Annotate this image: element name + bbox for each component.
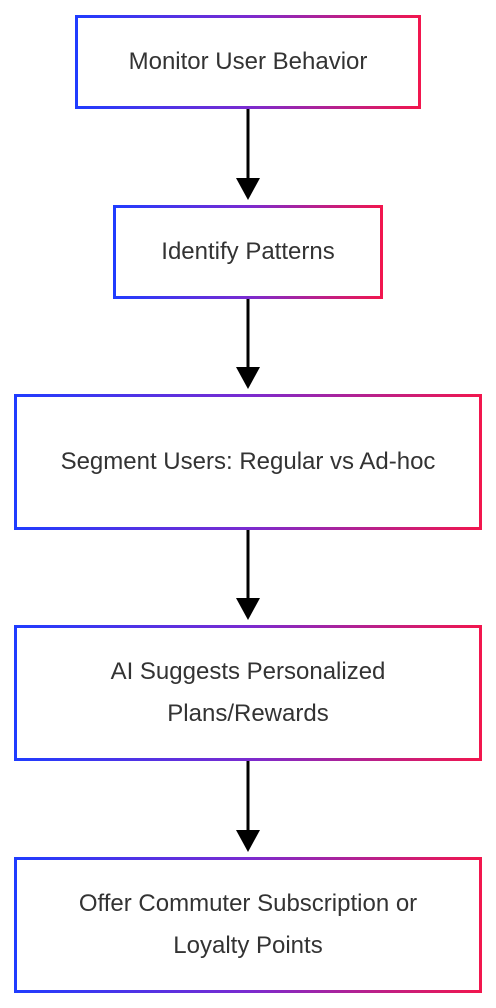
node-identify-patterns: Identify Patterns (113, 205, 383, 299)
arrow-2 (236, 299, 260, 389)
node-monitor-user-behavior: Monitor User Behavior (75, 15, 421, 109)
node-label: Identify Patterns (161, 238, 335, 265)
arrow-3 (236, 530, 260, 620)
node-segment-users: Segment Users: Regular vs Ad-hoc (14, 394, 482, 530)
node-label: Offer Commuter Subscription or Loyalty P… (78, 890, 418, 959)
node-label: AI Suggests Personalized Plans/Rewards (110, 658, 386, 727)
node-offer-subscription: Offer Commuter Subscription or Loyalty P… (14, 857, 482, 993)
node-label: Monitor User Behavior (128, 48, 368, 75)
arrow-1 (236, 109, 260, 200)
arrow-4 (236, 761, 260, 852)
node-ai-suggests-plans: AI Suggests Personalized Plans/Rewards (14, 625, 482, 761)
node-label: Segment Users: Regular vs Ad-hoc (60, 448, 436, 475)
